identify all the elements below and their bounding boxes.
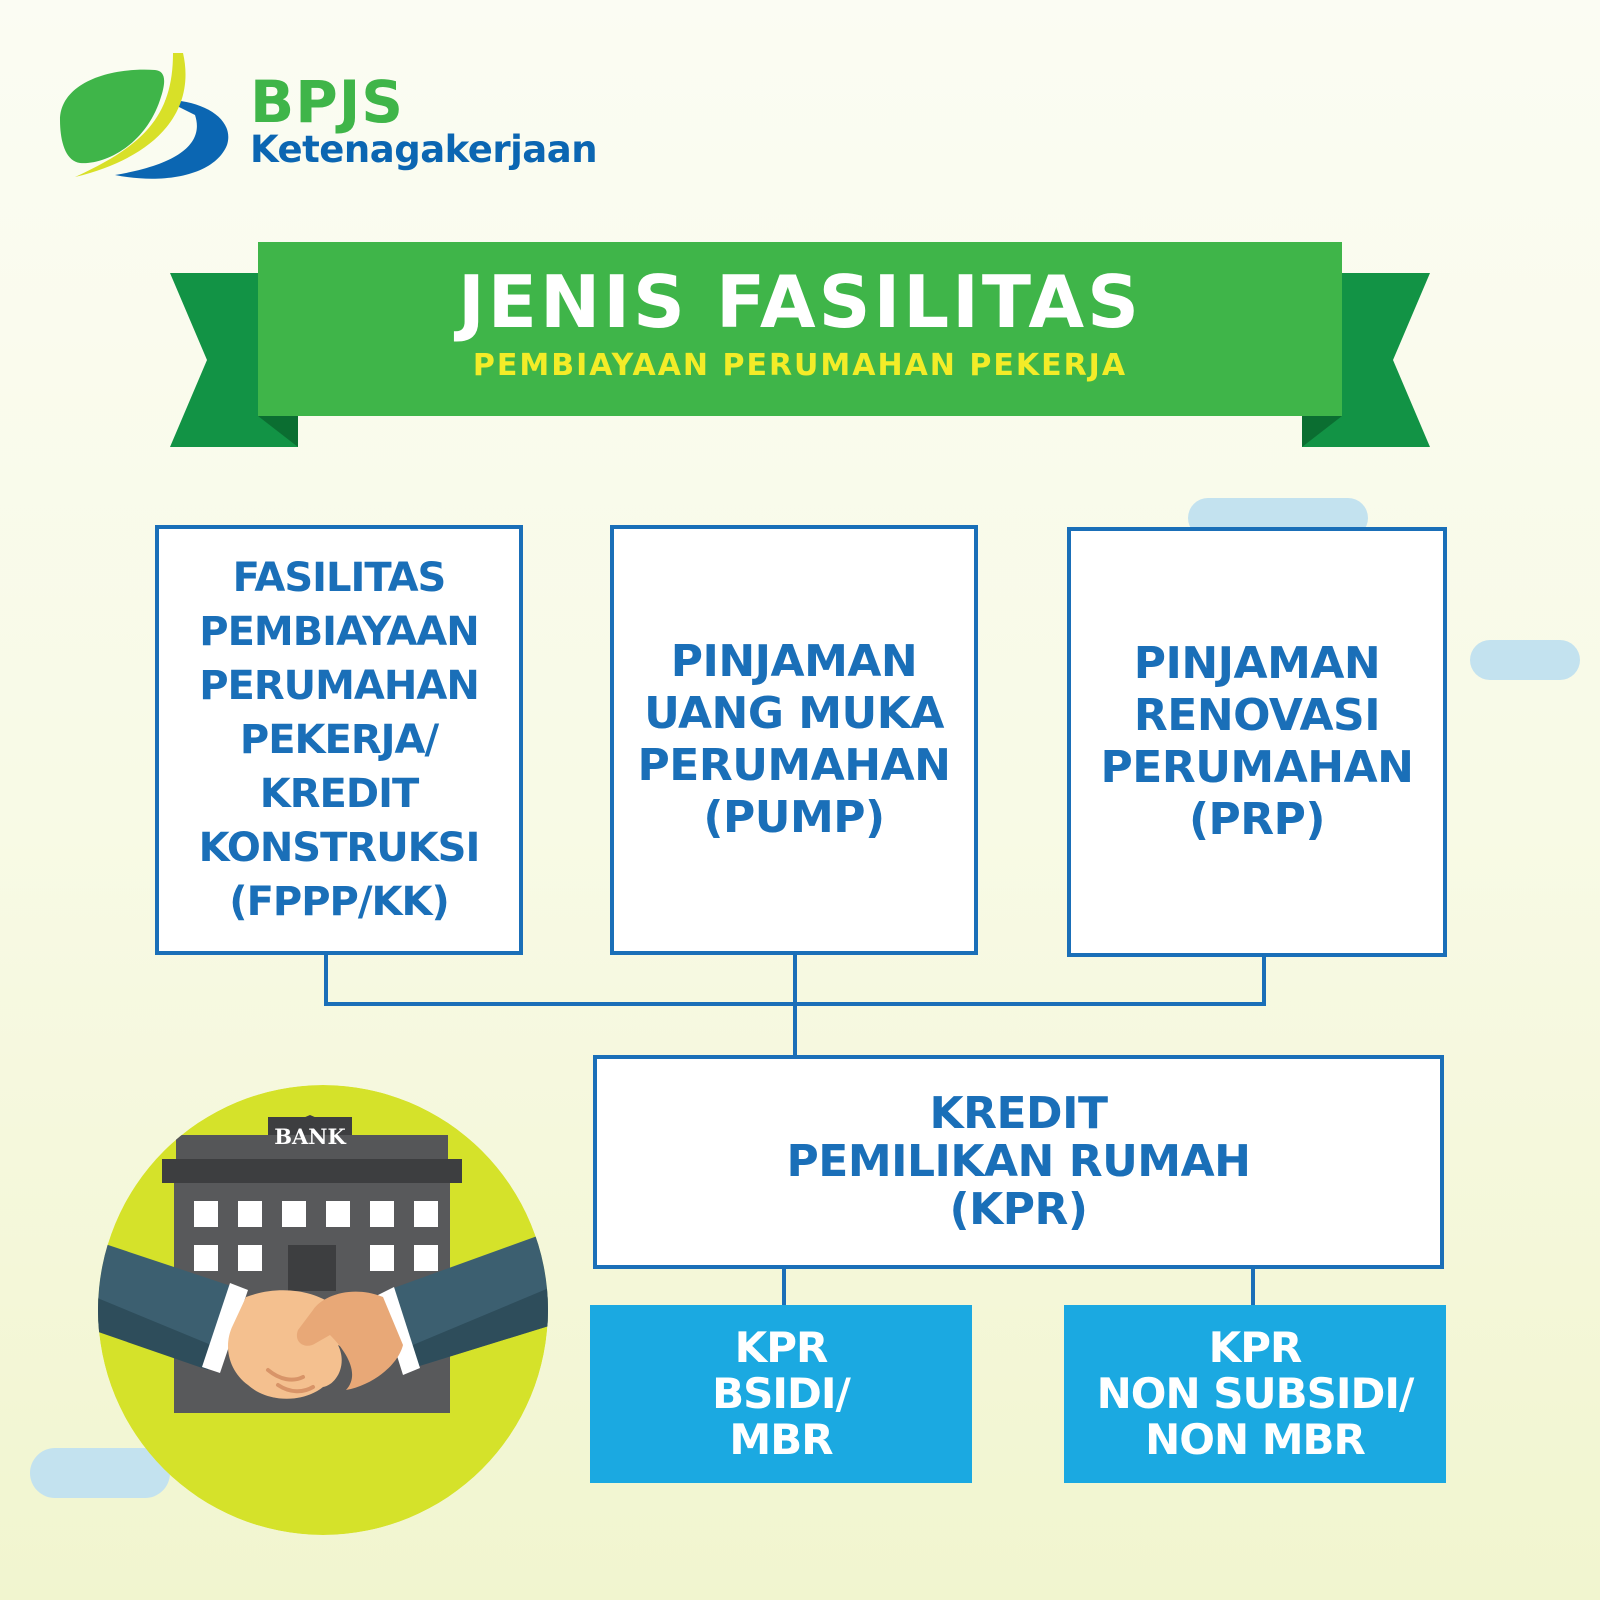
- kpr-subsidi-label: KPR BSIDI/ MBR: [712, 1323, 851, 1464]
- page-subtitle: PEMBIAYAAN PERUMAHAN PEKERJA: [472, 348, 1128, 383]
- bank-sign: BANK: [274, 1124, 346, 1149]
- kpr-box: KREDIT PEMILIKAN RUMAH (KPR): [593, 1055, 1444, 1269]
- facility-label: PINJAMAN RENOVASI PERUMAHAN (PRP): [1100, 638, 1414, 845]
- logo-brand: BPJS: [250, 68, 405, 136]
- facility-label: FASILITAS PEMBIAYAAN PERUMAHAN PEKERJA/ …: [198, 555, 481, 925]
- facility-box-fppp-kk: FASILITAS PEMBIAYAAN PERUMAHAN PEKERJA/ …: [155, 525, 523, 955]
- kpr-non-subsidi-box: KPR NON SUBSIDI/ NON MBR: [1064, 1305, 1446, 1483]
- bank-handshake-illustration: BANK: [98, 1085, 548, 1535]
- kpr-label: KREDIT PEMILIKAN RUMAH (KPR): [786, 1088, 1251, 1235]
- facility-label: PINJAMAN UANG MUKA PERUMAHAN (PUMP): [637, 636, 951, 843]
- logo-subtitle: Ketenagakerjaan: [250, 128, 598, 171]
- cloud-decoration: [1470, 640, 1580, 680]
- title-ribbon: [170, 242, 1430, 447]
- cloud-decoration: [30, 1448, 170, 1498]
- kpr-subsidi-box: KPR BSIDI/ MBR: [590, 1305, 972, 1483]
- facility-box-prp: PINJAMAN RENOVASI PERUMAHAN (PRP): [1067, 527, 1447, 957]
- kpr-non-subsidi-label: KPR NON SUBSIDI/ NON MBR: [1096, 1323, 1415, 1464]
- facility-box-pump: PINJAMAN UANG MUKA PERUMAHAN (PUMP): [610, 525, 978, 955]
- bpjs-logo-icon: [60, 53, 229, 179]
- page-title: JENIS FASILITAS: [458, 260, 1142, 344]
